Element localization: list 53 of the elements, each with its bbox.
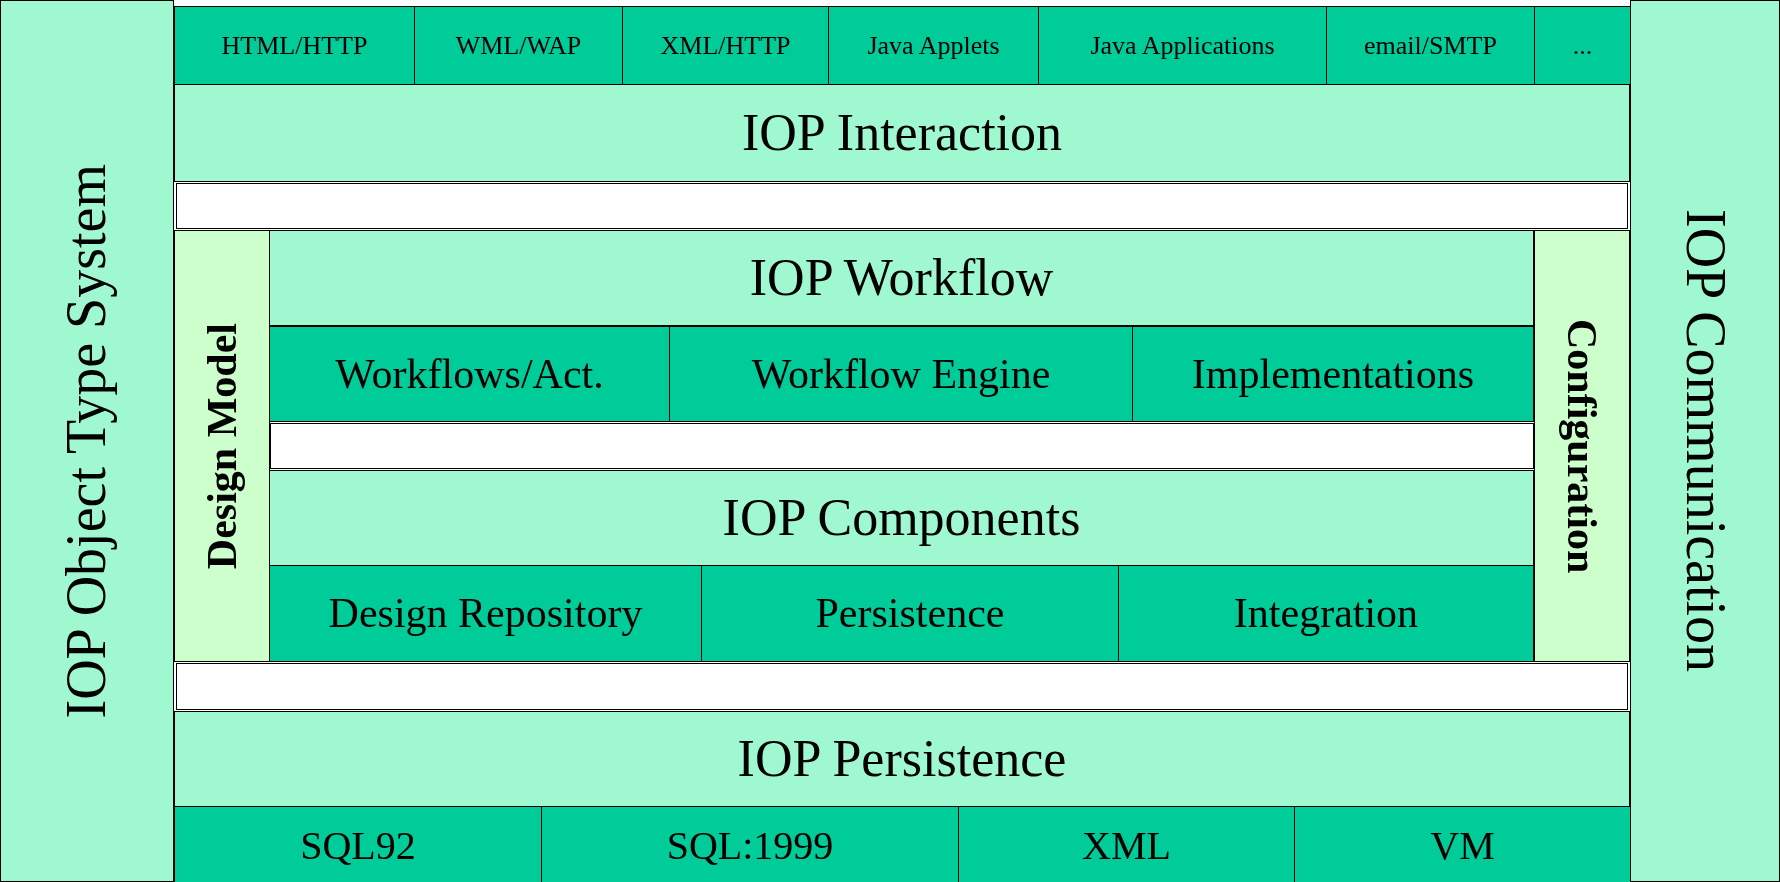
- layer-box: [269, 230, 1534, 326]
- layer-box: [174, 711, 1630, 807]
- layer-label: IOP Persistence: [737, 730, 1067, 788]
- vertical-label: IOP Object Type System: [56, 163, 118, 719]
- layer-box: [828, 6, 1039, 86]
- layer-label: email/SMTP: [1364, 31, 1497, 61]
- layer-label: Persistence: [815, 590, 1005, 637]
- layer-box: [1326, 6, 1535, 86]
- layer-label: Implementations: [1191, 350, 1475, 398]
- layer-box: [958, 806, 1295, 882]
- vertical-label: Configuration: [1558, 318, 1606, 574]
- spacer-band: [176, 183, 1628, 229]
- layer-label: IOP Workflow: [749, 249, 1054, 307]
- layer-box: [269, 565, 702, 662]
- layer-box: [269, 326, 670, 422]
- layer-label: Design Repository: [328, 590, 643, 637]
- layer-box: [174, 6, 415, 86]
- layer-box: [1118, 565, 1534, 662]
- layer-label: VM: [1430, 824, 1495, 868]
- layer-box: [669, 326, 1133, 422]
- layer-label: Java Applications: [1090, 31, 1275, 61]
- layer-box: [541, 806, 959, 882]
- layer-box: [414, 6, 623, 86]
- layer-box: [174, 84, 1630, 182]
- layer-label: SQL92: [300, 824, 416, 868]
- layer-label: WML/WAP: [455, 31, 582, 61]
- layer-label: HTML/HTTP: [221, 31, 368, 61]
- layer-box: [174, 806, 542, 882]
- layer-label: ...: [1572, 31, 1593, 61]
- layer-label: Workflows/Act.: [335, 350, 604, 398]
- layer-box: [269, 470, 1534, 566]
- layer-box: [1038, 6, 1327, 86]
- layer-box: [1294, 806, 1631, 882]
- layer-box: [622, 6, 829, 86]
- side-column: [1630, 0, 1780, 882]
- layer-label: IOP Interaction: [741, 104, 1063, 162]
- layer-label: Workflow Engine: [751, 350, 1051, 398]
- layer-box: [1534, 6, 1631, 86]
- vertical-label: Design Model: [198, 322, 246, 570]
- layer-label: XML/HTTP: [660, 31, 791, 61]
- layer-label: IOP Components: [722, 489, 1081, 547]
- layer-label: Integration: [1233, 590, 1419, 637]
- spacer-band: [176, 663, 1628, 710]
- vertical-label: IOP Communication: [1674, 209, 1736, 673]
- layer-box: [1132, 326, 1534, 422]
- layer-box: [701, 565, 1119, 662]
- side-column: [0, 0, 174, 882]
- side-column: [1534, 230, 1630, 662]
- layer-label: SQL:1999: [666, 824, 834, 868]
- layer-label: XML: [1082, 824, 1171, 868]
- spacer-band: [270, 423, 1534, 469]
- layer-label: Java Applets: [867, 31, 1000, 61]
- side-column: [174, 230, 270, 662]
